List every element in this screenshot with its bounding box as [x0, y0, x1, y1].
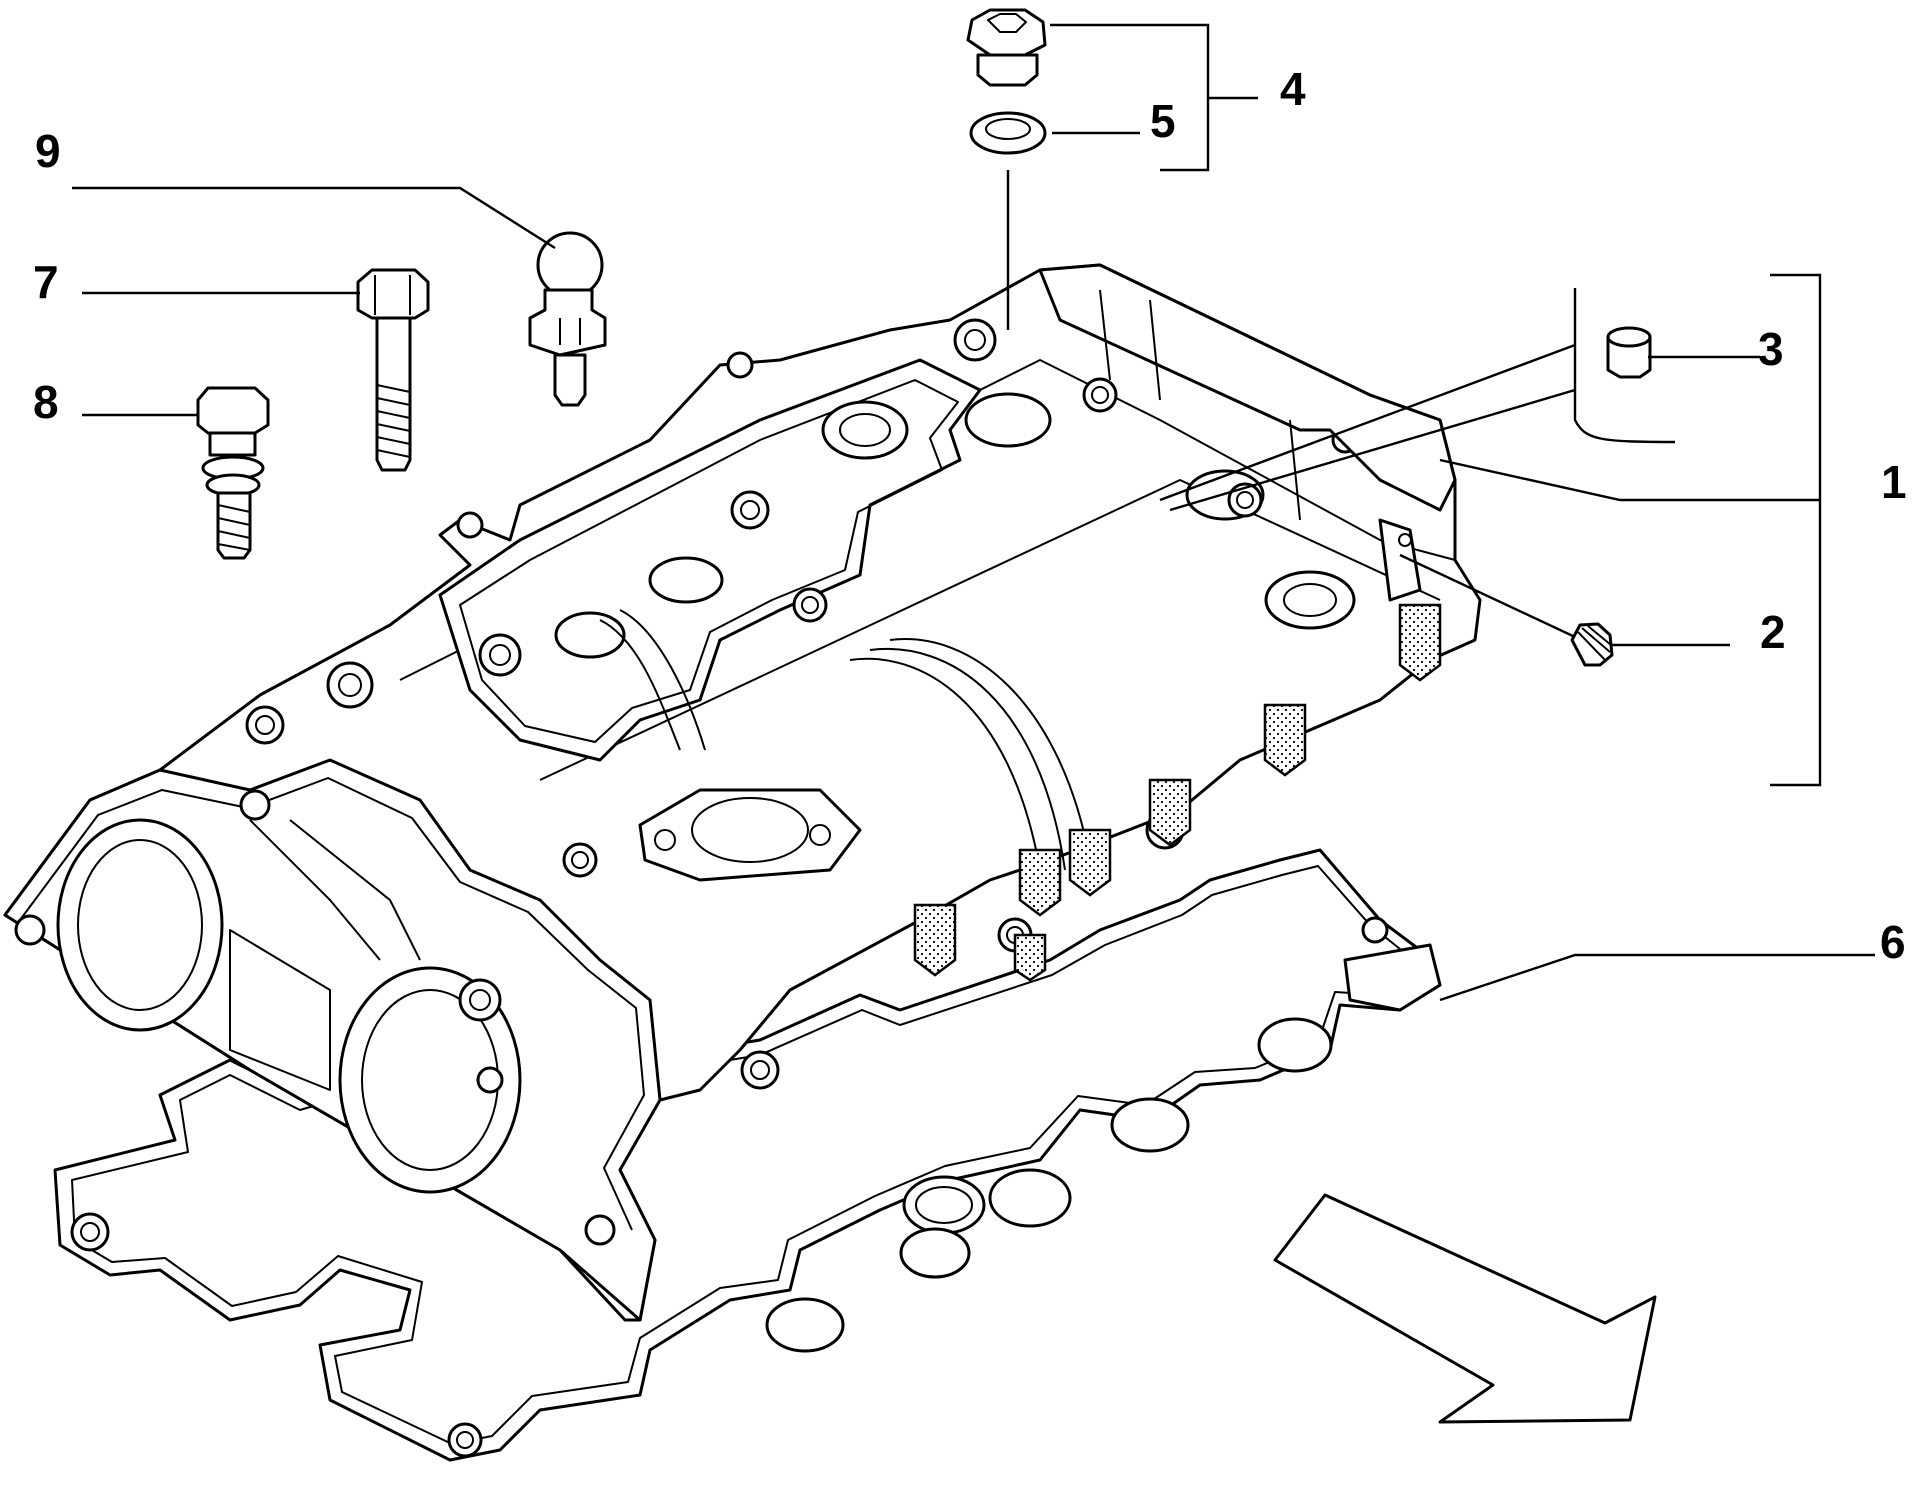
- dowel-part: [1606, 326, 1652, 379]
- callout-labels: 1 2 3 4 5 6 7 8 9: [33, 63, 1907, 968]
- callout-5: 5: [1150, 95, 1176, 147]
- cylinder-head-cover-part: [3, 263, 1482, 1322]
- callout-2: 2: [1760, 606, 1786, 658]
- callout-8: 8: [33, 376, 59, 428]
- long-bolt-part: [356, 268, 430, 472]
- oil-filler-plug-part: [966, 8, 1047, 87]
- direction-arrow: [1273, 1193, 1657, 1424]
- callout-9: 9: [35, 125, 61, 177]
- threaded-plug-part: [1570, 622, 1614, 667]
- bolt-with-washers-part: [196, 386, 270, 560]
- callout-3: 3: [1758, 323, 1784, 375]
- callout-4: 4: [1280, 63, 1306, 115]
- gasket-part: [53, 848, 1442, 1462]
- stippled-bosses: [913, 603, 1442, 982]
- sealing-washer-part: [969, 111, 1047, 155]
- callout-1: 1: [1881, 456, 1907, 508]
- callout-7: 7: [33, 256, 59, 308]
- callout-6: 6: [1880, 916, 1906, 968]
- leader-lines: [72, 23, 1875, 1002]
- ball-stud-part: [528, 231, 607, 407]
